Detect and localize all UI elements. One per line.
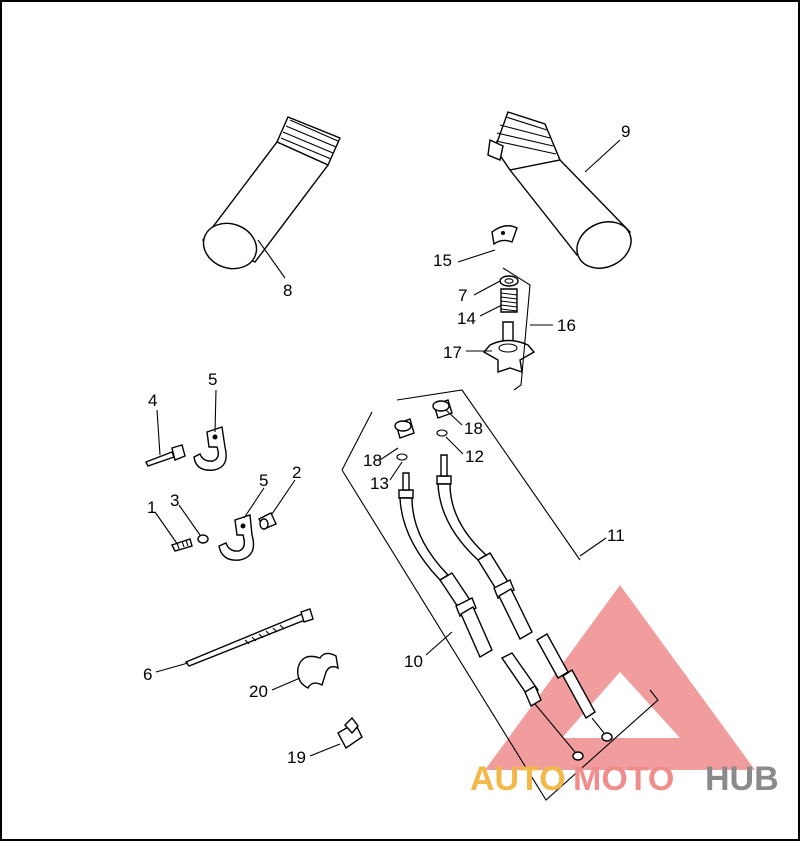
clip-20 [297, 652, 339, 689]
screw-1 [171, 538, 193, 552]
callout-4: 4 [148, 391, 157, 410]
callout-3: 3 [170, 491, 179, 510]
callout-18-right: 18 [464, 419, 483, 438]
watermark-logo [485, 585, 755, 770]
cable-tie-6 [184, 608, 314, 667]
watermark-auto: AUTO [470, 760, 566, 798]
callout-17: 17 [443, 343, 462, 362]
callout-13: 13 [370, 474, 389, 493]
callout-19: 19 [287, 748, 306, 767]
callout-12: 12 [465, 447, 484, 466]
left-hand-grip [201, 116, 341, 270]
clamp-19 [337, 716, 363, 750]
callout-1: 1 [147, 498, 156, 517]
washer-3 [197, 534, 209, 544]
ferrule-18-right [432, 399, 453, 419]
watermark-hub: HUB [705, 760, 779, 798]
idle-cable-11 [436, 454, 613, 742]
watermark-triangle-icon [485, 585, 755, 770]
spacer-2 [258, 512, 277, 530]
callout-15: 15 [433, 251, 452, 270]
callout-8: 8 [283, 281, 292, 300]
callout-11: 11 [607, 526, 625, 545]
callout-7: 7 [458, 286, 467, 305]
watermark-moto: MOTO [573, 760, 674, 798]
watermark-wordmark: AUTO MOTO HUB [470, 760, 779, 798]
ferrule-18-left [394, 418, 415, 439]
callout-20: 20 [249, 682, 268, 701]
clamp-5-upper [193, 426, 227, 471]
callout-5-lower: 5 [259, 471, 268, 490]
callout-5-upper: 5 [208, 370, 217, 389]
callout-18-left: 18 [363, 451, 382, 470]
leader-lines [154, 139, 621, 757]
pin-4 [145, 444, 186, 467]
callout-6: 6 [143, 665, 152, 684]
callout-10: 10 [404, 652, 423, 671]
retaining-ring-12 [436, 429, 448, 437]
callout-2: 2 [292, 463, 301, 482]
retaining-ring-13 [396, 453, 408, 461]
clamp-5-lower [218, 514, 255, 561]
bracket-16 [502, 267, 531, 391]
callout-labels: 8 9 15 7 14 17 16 4 5 5 2 1 3 6 20 19 18… [143, 122, 630, 767]
cable-kit-outline [341, 389, 659, 801]
clip-15 [491, 225, 518, 246]
callout-14: 14 [457, 309, 476, 328]
callout-16: 16 [557, 316, 576, 335]
callout-9: 9 [621, 122, 630, 141]
throttle-assembly-16 [482, 275, 536, 374]
right-hand-grip [487, 111, 632, 269]
throttle-cable-10 [398, 472, 584, 761]
